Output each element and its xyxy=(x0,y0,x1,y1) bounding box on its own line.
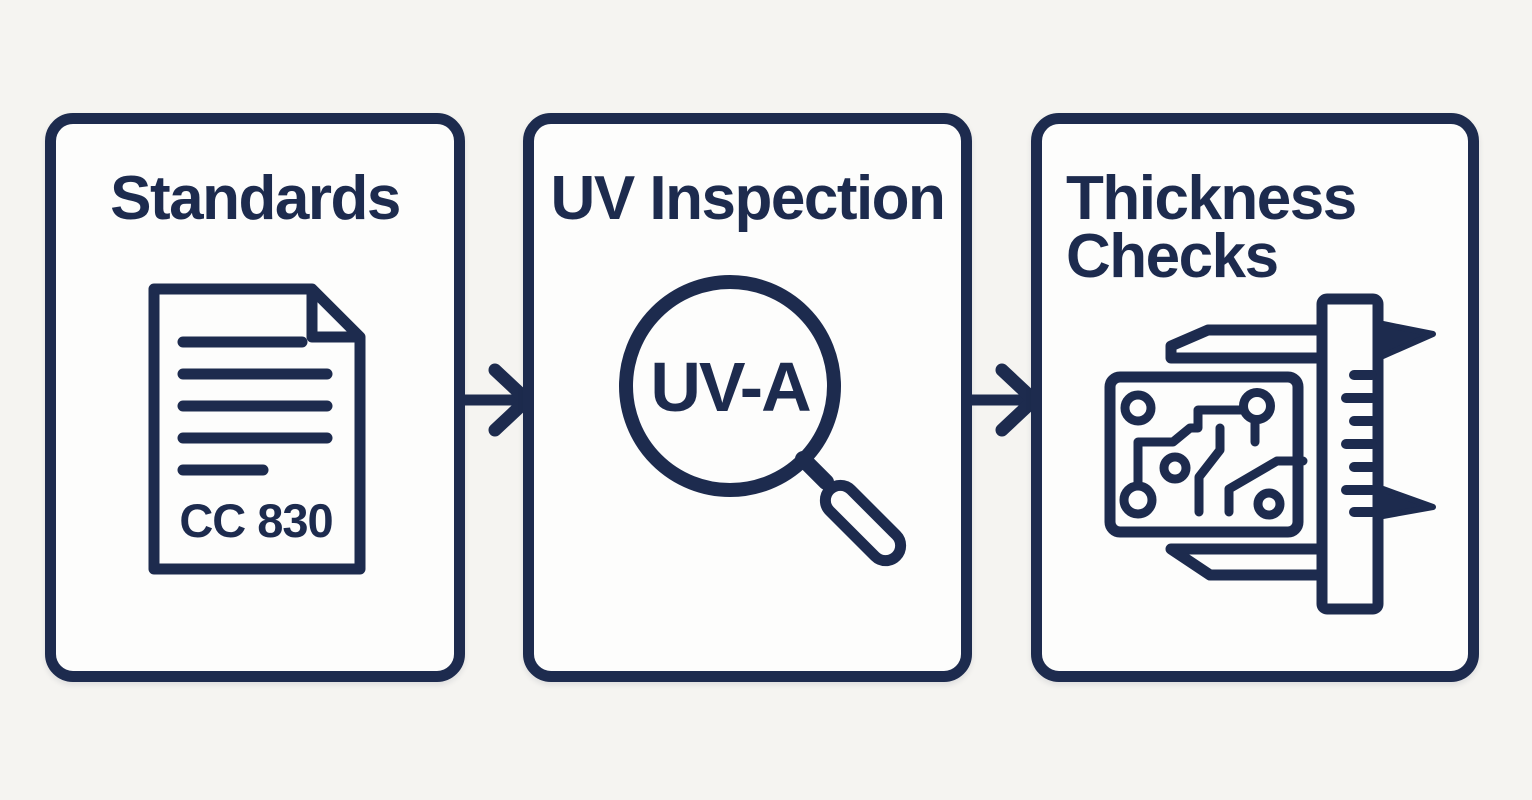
step-card-standards: Standards xyxy=(45,113,465,682)
document-sheet xyxy=(148,283,366,575)
caliper-scale-ticks xyxy=(1341,370,1377,517)
caliper-lower-jaw xyxy=(1165,543,1333,581)
step-title-uv-inspection: UV Inspection xyxy=(550,164,946,233)
magnifier-neck xyxy=(795,451,834,490)
document-text-lines xyxy=(177,336,333,476)
circuit-pads xyxy=(1119,388,1285,520)
caliper-upper-pointer xyxy=(1380,321,1436,359)
caliper-lower-pointer xyxy=(1380,486,1436,519)
magnifier-handle xyxy=(819,479,907,567)
step-title-standards: Standards xyxy=(110,164,401,233)
magnifier-lens xyxy=(619,275,841,497)
step-title-thickness-checks: Thickness Checks xyxy=(1066,164,1357,291)
caliper-icon xyxy=(1104,293,1436,615)
lens-label: UV-A xyxy=(650,348,810,426)
document-icon: CC 830 xyxy=(148,283,366,575)
magnifier-icon: UV-A xyxy=(619,275,907,567)
circuit-traces xyxy=(1133,405,1308,517)
caliper-upper-jaw xyxy=(1165,324,1333,364)
circuit-board xyxy=(1104,371,1308,538)
caliper-beam xyxy=(1316,293,1384,615)
document-code-label: CC 830 xyxy=(179,494,332,547)
